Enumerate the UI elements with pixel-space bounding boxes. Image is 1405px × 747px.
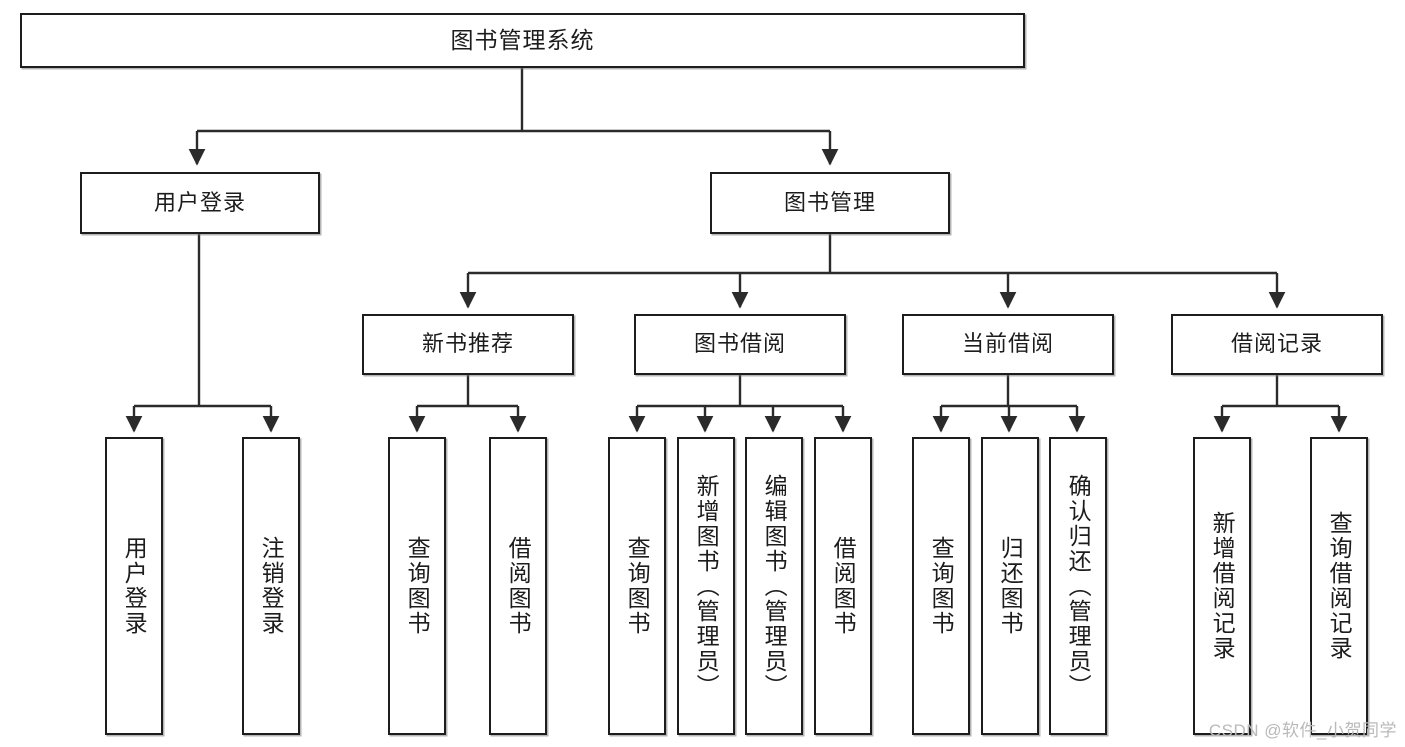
node-label: 用户登录 (121, 536, 148, 636)
node-leaf-edit-book[interactable]: 编辑图书（管理员） (745, 437, 803, 735)
node-leaf-logout[interactable]: 注销登录 (242, 437, 300, 735)
node-leaf-query-record[interactable]: 查询借阅记录 (1310, 437, 1368, 735)
node-label: 新增借阅记录 (1209, 511, 1236, 661)
node-label: 查询图书 (624, 536, 651, 636)
node-leaf-borrow-book-1[interactable]: 借阅图书 (489, 437, 547, 735)
node-root-system[interactable]: 图书管理系统 (20, 13, 1025, 68)
node-label: 借阅记录 (1230, 331, 1323, 357)
node-book-manage[interactable]: 图书管理 (710, 172, 950, 234)
node-leaf-query-book-2[interactable]: 查询图书 (608, 437, 666, 735)
node-leaf-user-login[interactable]: 用户登录 (105, 437, 163, 735)
node-leaf-query-book-3[interactable]: 查询图书 (912, 437, 970, 735)
node-label: 查询图书 (928, 536, 955, 636)
node-user-login[interactable]: 用户登录 (80, 172, 320, 234)
node-leaf-confirm-return[interactable]: 确认归还（管理员） (1049, 437, 1107, 735)
node-label: 编辑图书（管理员） (761, 473, 788, 699)
node-borrow-record[interactable]: 借阅记录 (1171, 314, 1383, 375)
node-label: 新书推荐 (421, 331, 514, 357)
node-leaf-add-record[interactable]: 新增借阅记录 (1193, 437, 1251, 735)
csdn-watermark: CSDN @软件_小贺同学 (1208, 721, 1397, 740)
node-label: 查询借阅记录 (1326, 511, 1353, 661)
node-label: 注销登录 (258, 536, 285, 636)
node-new-book-recommend[interactable]: 新书推荐 (362, 314, 574, 375)
node-leaf-query-book-1[interactable]: 查询图书 (388, 437, 446, 735)
node-label: 借阅图书 (505, 536, 532, 636)
node-leaf-return-book[interactable]: 归还图书 (981, 437, 1039, 735)
node-label: 借阅图书 (830, 536, 857, 636)
node-label: 图书管理系统 (450, 26, 595, 53)
node-label: 图书管理 (783, 189, 876, 215)
node-label: 用户登录 (153, 189, 246, 215)
node-label: 新增图书（管理员） (693, 473, 720, 699)
node-book-borrow[interactable]: 图书借阅 (634, 314, 846, 375)
node-leaf-borrow-book-2[interactable]: 借阅图书 (814, 437, 872, 735)
node-label: 图书借阅 (693, 331, 786, 357)
node-label: 当前借阅 (961, 331, 1054, 357)
node-leaf-add-book[interactable]: 新增图书（管理员） (677, 437, 735, 735)
node-label: 确认归还（管理员） (1065, 473, 1092, 699)
node-current-borrow[interactable]: 当前借阅 (902, 314, 1114, 375)
node-label: 归还图书 (997, 536, 1024, 636)
node-label: 查询图书 (404, 536, 431, 636)
